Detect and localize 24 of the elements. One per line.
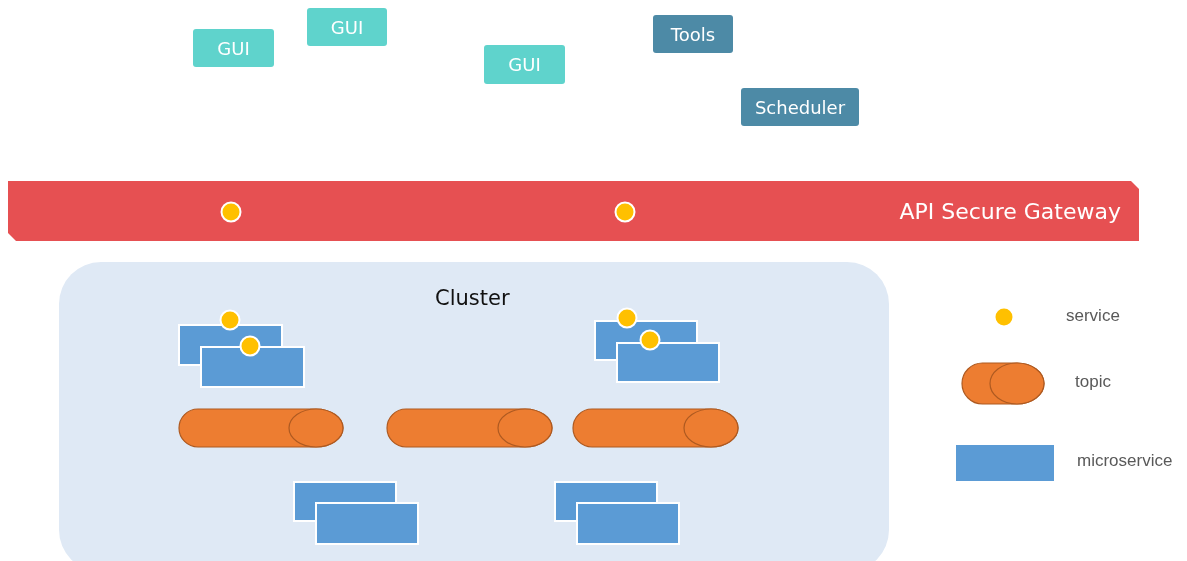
service-dot [616,307,638,329]
legend-label: topic [1075,372,1111,392]
tool-button: Scheduler [741,88,859,126]
cluster-panel [59,262,889,561]
legend-label: service [1066,306,1120,326]
gui-button: GUI [193,29,274,67]
microservice-box [200,346,305,388]
gui-button: GUI [484,45,565,84]
legend-label: microservice [1077,451,1173,471]
service-dot [614,201,636,223]
topic-cylinder [178,408,344,448]
cluster-label: Cluster [435,286,510,310]
topic-cylinder [386,408,553,448]
service-dot [639,329,661,351]
microservice-box [616,342,720,383]
gui-button: GUI [307,8,387,46]
service-dot [219,309,241,331]
service-dot [239,335,261,357]
service-dot [220,201,242,223]
microservice-box [576,502,680,545]
gateway-label: API Secure Gateway [899,198,1121,224]
tool-button: Tools [653,15,733,53]
topic-cylinder [572,408,739,448]
microservice-box [315,502,419,545]
